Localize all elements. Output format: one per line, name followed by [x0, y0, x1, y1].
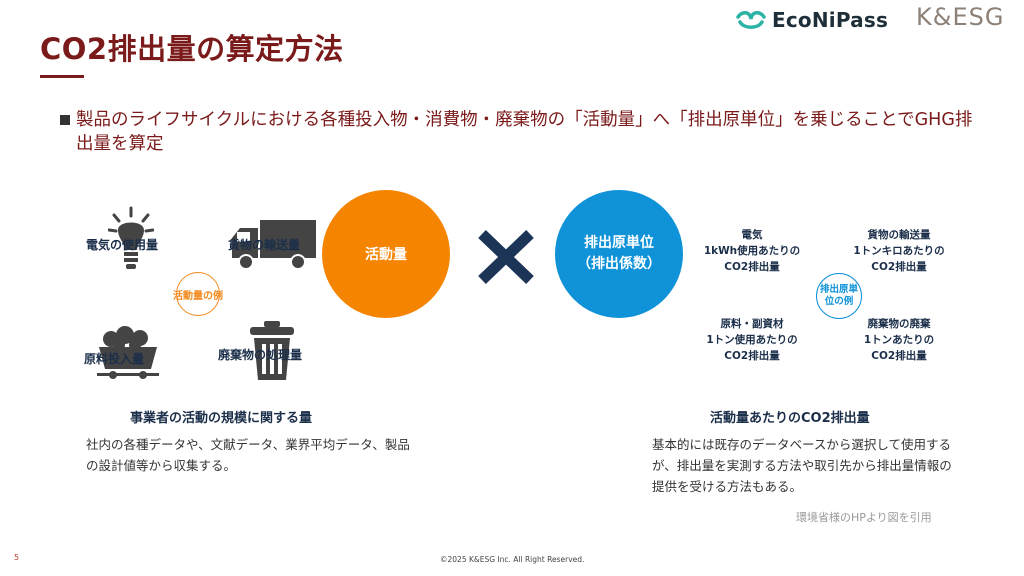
emission-description: 基本的には既存のデータベースから選択して使用するが、排出量を実測する方法や取引先… [652, 437, 952, 494]
page-title: CO2排出量の算定方法 [40, 32, 344, 66]
example-line: CO2排出量 [871, 261, 927, 273]
example-name: 電気 [741, 229, 763, 241]
example-name: 貨物の輸送量 [867, 229, 931, 241]
summary-bullet: 製品のライフサイクルにおける各種投入物・消費物・廃棄物の「活動量」へ「排出原単位… [60, 108, 980, 156]
summary-text: 製品のライフサイクルにおける各種投入物・消費物・廃棄物の「活動量」へ「排出原単位… [76, 110, 973, 154]
citation-note: 環境省様のHPより図を引用 [796, 511, 932, 524]
example-line: 1トンあたりの [863, 334, 935, 346]
econipass-logo: EcoNiPass [736, 6, 888, 34]
copyright-notice: ©2025 K&ESG Inc. All Right Reserved. [440, 555, 585, 564]
emission-factor-circle: 排出原単位（排出係数） [555, 190, 683, 318]
emission-example-freight: 貨物の輸送量 1トンキロあたりの CO2排出量 [844, 227, 954, 275]
example-name: 原料・副資材 [720, 318, 784, 330]
title-underline [40, 75, 84, 78]
activity-example-label: 活動量の例 [173, 290, 223, 302]
activity-heading: 事業者の活動の規模に関する量 [130, 411, 313, 426]
emission-example-waste: 廃棄物の廃棄 1トンあたりの CO2排出量 [846, 316, 952, 364]
example-line: 1トンキロあたりの [853, 245, 945, 257]
emission-example-raw-material: 原料・副資材 1トン使用あたりの CO2排出量 [700, 316, 804, 364]
example-line: CO2排出量 [724, 261, 780, 273]
bullet-square-icon [60, 115, 70, 125]
coal-cart-icon [97, 326, 159, 379]
emission-factor-label: 排出原単位（排出係数） [577, 235, 661, 272]
multiply-icon [478, 230, 534, 284]
activity-description: 社内の各種データや、文献データ、業界平均データ、製品の設計値等から収集する。 [86, 437, 410, 473]
activity-circle-label: 活動量 [365, 247, 407, 263]
activity-example-badge: 活動量の例 [173, 272, 223, 316]
emission-example-electricity: 電気 1kWh使用あたりの CO2排出量 [702, 227, 802, 275]
truck-icon [232, 220, 316, 270]
activity-circle: 活動量 [322, 190, 450, 318]
example-name: 廃棄物の廃棄 [867, 318, 931, 330]
page-number: 5 [14, 553, 20, 562]
econipass-logo-text: EcoNiPass [772, 8, 889, 32]
kesg-logo: K&ESG [916, 3, 1005, 31]
example-line: CO2排出量 [724, 350, 780, 362]
activity-item-waste: 廃棄物の処理量 [218, 348, 303, 362]
emission-example-badge: 排出原単位の例 [816, 273, 862, 319]
activity-item-raw-material: 原料投入量 [84, 352, 145, 366]
emission-example-label: 排出原単位の例 [819, 284, 858, 307]
econipass-mark-icon [736, 11, 766, 29]
trash-can-icon [250, 321, 294, 380]
emission-heading: 活動量あたりのCO2排出量 [710, 411, 870, 426]
activity-item-electricity: 電気の使用量 [86, 238, 159, 252]
example-line: CO2排出量 [871, 350, 927, 362]
light-bulb-icon [108, 206, 154, 269]
activity-item-freight: 貨物の輸送量 [228, 238, 301, 252]
example-line: 1kWh使用あたりの [703, 245, 801, 257]
example-line: 1トン使用あたりの [706, 334, 798, 346]
